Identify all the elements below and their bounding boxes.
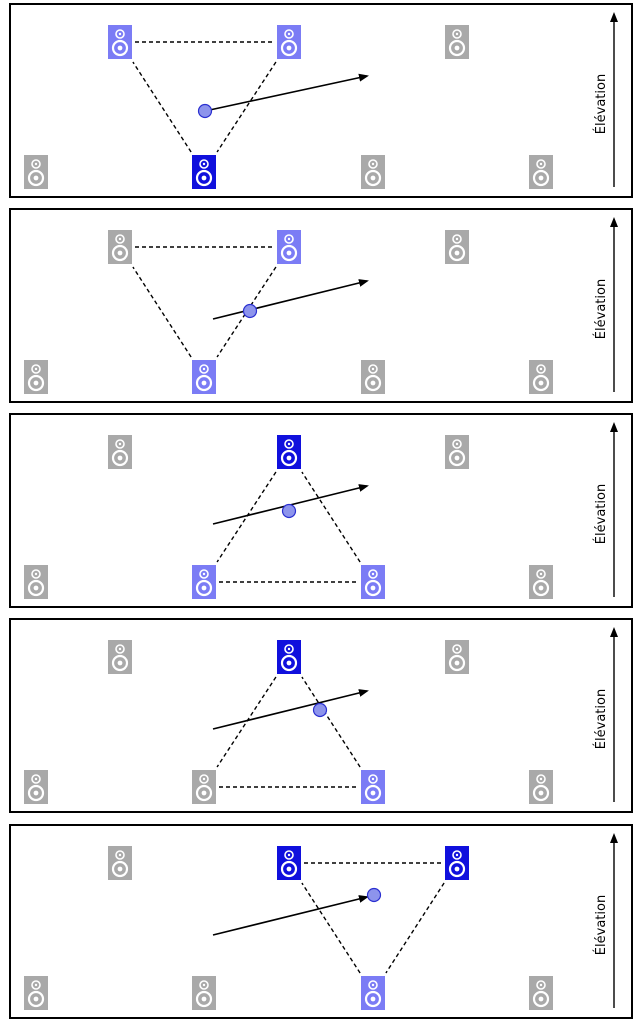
speaker-icon	[529, 565, 553, 599]
elevation-arrowhead	[610, 627, 618, 637]
speaker-icon	[529, 976, 553, 1010]
triangle-edge	[216, 471, 277, 563]
speaker-triangle	[216, 471, 361, 583]
speaker-icon	[192, 565, 216, 599]
triangle-edge	[301, 676, 361, 768]
speaker-icon	[277, 640, 301, 674]
speaker-icon	[529, 360, 553, 394]
speaker-icon	[108, 640, 132, 674]
speaker-icon	[277, 846, 301, 880]
triangle-edge	[132, 61, 192, 153]
trajectory-arrow	[212, 895, 369, 936]
speaker-icon	[24, 770, 48, 804]
speaker-icon	[24, 976, 48, 1010]
speaker-icon	[361, 155, 385, 189]
speaker-icon	[361, 976, 385, 1010]
sound-source	[366, 887, 382, 903]
sound-source	[281, 503, 297, 519]
elevation-arrowhead	[610, 12, 618, 22]
speaker-icon	[24, 565, 48, 599]
speaker-icon	[192, 360, 216, 394]
triangle-edge	[216, 61, 277, 153]
sound-source	[312, 702, 328, 718]
speaker-icon	[361, 565, 385, 599]
panel-1: Élévation	[9, 3, 633, 198]
speaker-icon	[24, 155, 48, 189]
speaker-icon	[529, 155, 553, 189]
trajectory-arrow	[212, 689, 369, 730]
elevation-arrowhead	[610, 833, 618, 843]
speaker-icon	[108, 846, 132, 880]
elevation-label: Élévation	[593, 689, 609, 749]
elevation-label: Élévation	[593, 484, 609, 544]
triangle-edge	[216, 266, 277, 358]
speaker-icon	[445, 230, 469, 264]
speaker-icon	[108, 25, 132, 59]
speaker-icon	[529, 770, 553, 804]
speaker-icon	[445, 846, 469, 880]
elevation-label: Élévation	[593, 895, 609, 955]
speaker-icon	[277, 435, 301, 469]
panel-4: Élévation	[9, 618, 633, 813]
speaker-icon	[192, 155, 216, 189]
speaker-icon	[445, 25, 469, 59]
triangle-edge	[301, 471, 361, 563]
panel-3: Élévation	[9, 413, 633, 608]
speaker-icon	[108, 230, 132, 264]
trajectory-arrow	[212, 279, 369, 320]
speaker-icon	[108, 435, 132, 469]
panel-2: Élévation	[9, 208, 633, 403]
triangle-edge	[385, 882, 445, 974]
sound-source	[242, 303, 258, 319]
panel-5: Élévation	[9, 824, 633, 1019]
speaker-icon	[361, 360, 385, 394]
speaker-icon	[192, 770, 216, 804]
speaker-icon	[24, 360, 48, 394]
elevation-label: Élévation	[593, 279, 609, 339]
speaker-triangle	[301, 862, 445, 974]
speaker-triangle	[132, 246, 277, 358]
speaker-icon	[192, 976, 216, 1010]
elevation-arrowhead	[610, 422, 618, 432]
trajectory-arrow	[204, 73, 369, 112]
speaker-triangle	[132, 41, 277, 153]
sound-source	[197, 103, 213, 119]
elevation-arrowhead	[610, 217, 618, 227]
speaker-triangle	[216, 676, 361, 788]
speaker-icon	[445, 435, 469, 469]
speaker-icon	[361, 770, 385, 804]
speaker-icon	[445, 640, 469, 674]
speaker-icon	[277, 25, 301, 59]
elevation-label: Élévation	[593, 74, 609, 134]
triangle-edge	[301, 882, 361, 974]
triangle-edge	[132, 266, 192, 358]
triangle-edge	[216, 676, 277, 768]
speaker-icon	[277, 230, 301, 264]
